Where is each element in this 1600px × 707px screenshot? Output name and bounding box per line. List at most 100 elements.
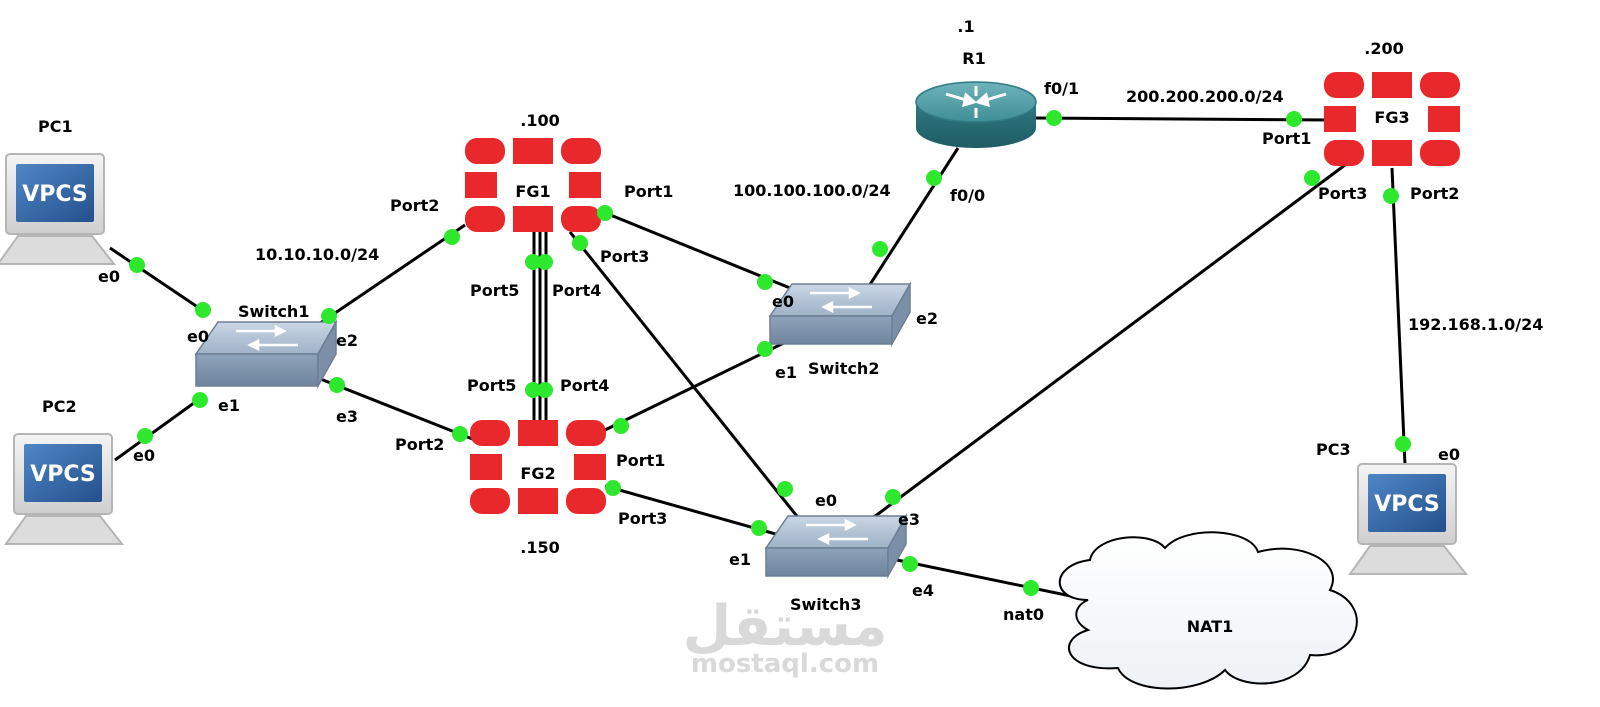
switch1-name: Switch1	[238, 302, 309, 321]
port-dot	[452, 426, 468, 442]
fg2-ip: .150	[520, 538, 559, 557]
port-dot	[757, 274, 773, 290]
r1[interactable]	[915, 81, 1037, 148]
subnet-lan1: 10.10.10.0/24	[255, 245, 379, 264]
port-dot	[572, 235, 588, 251]
fg2-port3-label: Port3	[618, 509, 667, 528]
port-dot	[872, 241, 888, 257]
fg3[interactable]	[1324, 72, 1460, 166]
port-dot	[137, 428, 153, 444]
switch-arrows-icon	[810, 286, 872, 314]
r1-f01-label: f0/1	[1044, 79, 1079, 98]
pc-keyboard	[0, 235, 117, 265]
fg1-port3-label: Port3	[600, 247, 649, 266]
fg-block	[513, 206, 553, 232]
pc-keyboard	[1348, 545, 1469, 575]
link-fg1-switch3	[568, 231, 802, 521]
fg-block	[1372, 72, 1412, 98]
switch3-name: Switch3	[790, 595, 861, 614]
pc-screen	[16, 164, 94, 222]
fg3-port2-label: Port2	[1410, 184, 1459, 203]
r1-ip: .1	[957, 17, 974, 36]
switch-front	[769, 315, 893, 345]
r1-name: R1	[962, 49, 985, 68]
fg1-port4-label: Port4	[552, 281, 601, 300]
fg-block	[569, 172, 601, 198]
port-dot	[537, 382, 553, 398]
switch1-e3-label: e3	[336, 407, 358, 426]
pc-screen	[1368, 474, 1446, 532]
fg-block	[465, 172, 497, 198]
link-pc2-switch1	[114, 393, 206, 462]
router-arrows-icon	[945, 86, 1007, 118]
nat1-name: NAT1	[1187, 617, 1234, 636]
fg-block	[1324, 72, 1364, 98]
watermark-arabic: مستقل	[683, 594, 888, 659]
switch-side	[887, 513, 907, 579]
fg2[interactable]	[470, 420, 606, 514]
switch2[interactable]	[768, 281, 912, 347]
port-dot	[1383, 188, 1399, 204]
port-dot	[926, 170, 942, 186]
pc3[interactable]: VPCS	[1348, 463, 1469, 575]
switch1-e2-label: e2	[336, 331, 358, 350]
fg-block	[1428, 106, 1460, 132]
fg-block	[470, 420, 510, 446]
port-dot	[902, 556, 918, 572]
fg-block	[518, 488, 558, 514]
switch3[interactable]	[764, 513, 908, 579]
r1-f00-label: f0/0	[950, 186, 985, 205]
port-dot	[597, 205, 613, 221]
port-dot	[613, 418, 629, 434]
link-fg2-switch2	[604, 338, 791, 432]
port-dot	[321, 308, 337, 324]
switch1[interactable]	[194, 319, 338, 389]
fg-block	[566, 420, 606, 446]
port-labels: e0 e0 e2 e1 e3 e0 Port2 Port1 Port3 Port…	[98, 79, 1460, 624]
fg-block	[1372, 140, 1412, 166]
switch-arrows-icon	[806, 518, 868, 546]
port-dot	[1395, 436, 1411, 452]
switch-side	[317, 319, 337, 389]
switch1-e1-label: e1	[218, 396, 240, 415]
fg2-port2-label: Port2	[395, 435, 444, 454]
fg2-port1-label: Port1	[616, 451, 665, 470]
switch3-e1-label: e1	[729, 550, 751, 569]
switch-front	[765, 547, 889, 577]
pc2-name: PC2	[42, 397, 77, 416]
pc3-name: PC3	[1316, 440, 1351, 459]
switch-side	[891, 281, 911, 347]
fg-block	[518, 420, 558, 446]
fg-block	[465, 138, 505, 164]
fg1[interactable]	[465, 138, 601, 232]
vpcs-label: VPCS	[1374, 492, 1440, 517]
link-r1-fg3	[1034, 116, 1331, 122]
pc2[interactable]: VPCS	[4, 433, 125, 545]
fg-block	[465, 206, 505, 232]
switch2-name: Switch2	[808, 359, 879, 378]
fg-block	[513, 138, 553, 164]
pc-keyboard	[4, 515, 125, 545]
switch3-e3-label: e3	[898, 510, 920, 529]
nat1[interactable]	[1058, 531, 1358, 690]
fg3-port3-label: Port3	[1318, 184, 1367, 203]
fg-block	[470, 454, 502, 480]
port-dot	[537, 254, 553, 270]
link-switch2-r1	[858, 147, 960, 301]
port-dot	[751, 520, 767, 536]
pc1[interactable]: VPCS	[0, 153, 117, 265]
fg-block	[574, 454, 606, 480]
fg-block	[1420, 140, 1460, 166]
port-dot	[605, 480, 621, 496]
link-fg3-switch3	[869, 163, 1346, 522]
link-pc1-switch1	[109, 246, 206, 314]
port-dots	[129, 110, 1411, 596]
switch3-e0-label: e0	[815, 491, 837, 510]
pc-screen	[24, 444, 102, 502]
fg3-port1-label: Port1	[1262, 129, 1311, 148]
watermark: مستقل mostaql.com	[683, 594, 888, 679]
port-dot	[885, 489, 901, 505]
cloud-icon	[1058, 531, 1358, 690]
link-fg3-pc3	[1390, 167, 1407, 466]
